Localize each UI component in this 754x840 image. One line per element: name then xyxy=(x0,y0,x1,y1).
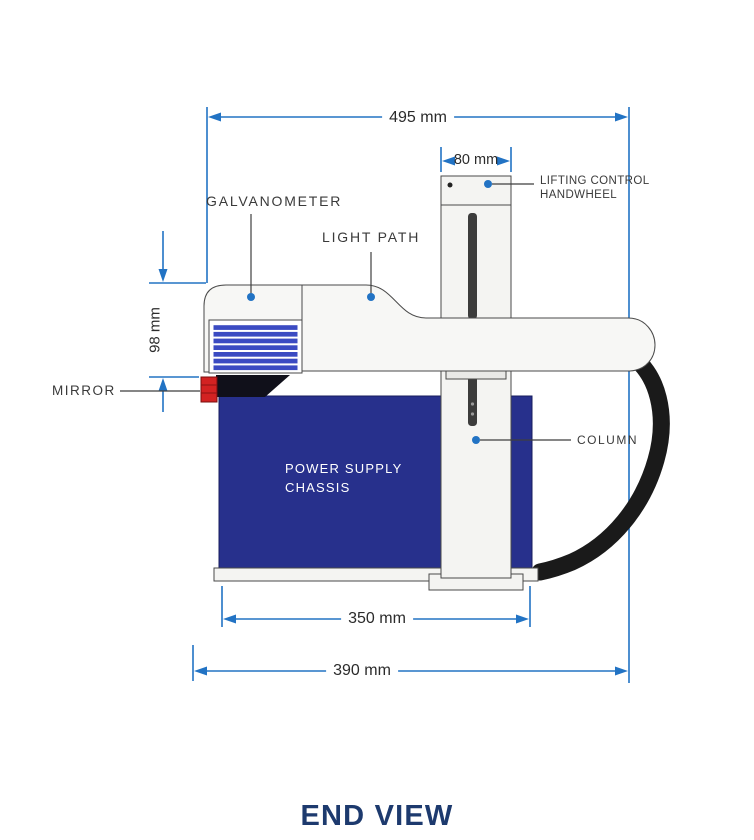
column-label: COLUMN xyxy=(577,433,639,447)
galvanometer-label: GALVANOMETER xyxy=(206,193,343,209)
mirror-label: MIRROR xyxy=(52,383,116,398)
dimension-chassis-width: 350 mm xyxy=(341,610,413,628)
slot-dot xyxy=(470,412,475,416)
dimension-arrowheads xyxy=(158,112,628,676)
grille-stripe xyxy=(213,338,298,344)
grille-stripe xyxy=(213,331,298,337)
lifting-control-handwheel-label: LIFTING CONTROL HANDWHEEL xyxy=(540,174,650,202)
arm-column-flange xyxy=(445,370,507,380)
dimension-overall-width: 495 mm xyxy=(382,109,454,127)
mirror-block xyxy=(200,376,218,403)
grille-stripe xyxy=(213,325,298,330)
grille-stripe xyxy=(213,358,298,364)
column-slot-upper xyxy=(468,213,477,319)
light-path-arm xyxy=(301,284,656,372)
leader-dots xyxy=(247,180,492,444)
light-path-label: LIGHT PATH xyxy=(322,229,421,245)
power-supply-line1: POWER SUPPLY xyxy=(285,461,403,476)
dimension-column-width: 80 mm xyxy=(453,152,499,168)
power-supply-line2: CHASSIS xyxy=(285,480,351,495)
beam-exit-wedge xyxy=(216,375,290,397)
grille-stripe xyxy=(213,345,298,350)
slot-dot xyxy=(470,402,475,406)
column-slot-lower xyxy=(468,374,477,426)
leader-lines xyxy=(120,183,571,441)
dimension-base-width: 390 mm xyxy=(326,662,398,680)
grille-stripe xyxy=(213,352,298,357)
lifting-control-line2: HANDWHEEL xyxy=(540,189,618,201)
handwheel-screw xyxy=(447,182,453,188)
grille-stripe xyxy=(213,365,298,371)
diagram-title: END VIEW xyxy=(300,800,454,832)
power-supply-chassis-label: POWER SUPPLY CHASSIS xyxy=(285,459,402,497)
power-cable xyxy=(531,343,670,581)
dimension-head-height: 98 mm xyxy=(146,307,164,353)
lifting-control-line1: LIFTING CONTROL xyxy=(540,175,650,187)
